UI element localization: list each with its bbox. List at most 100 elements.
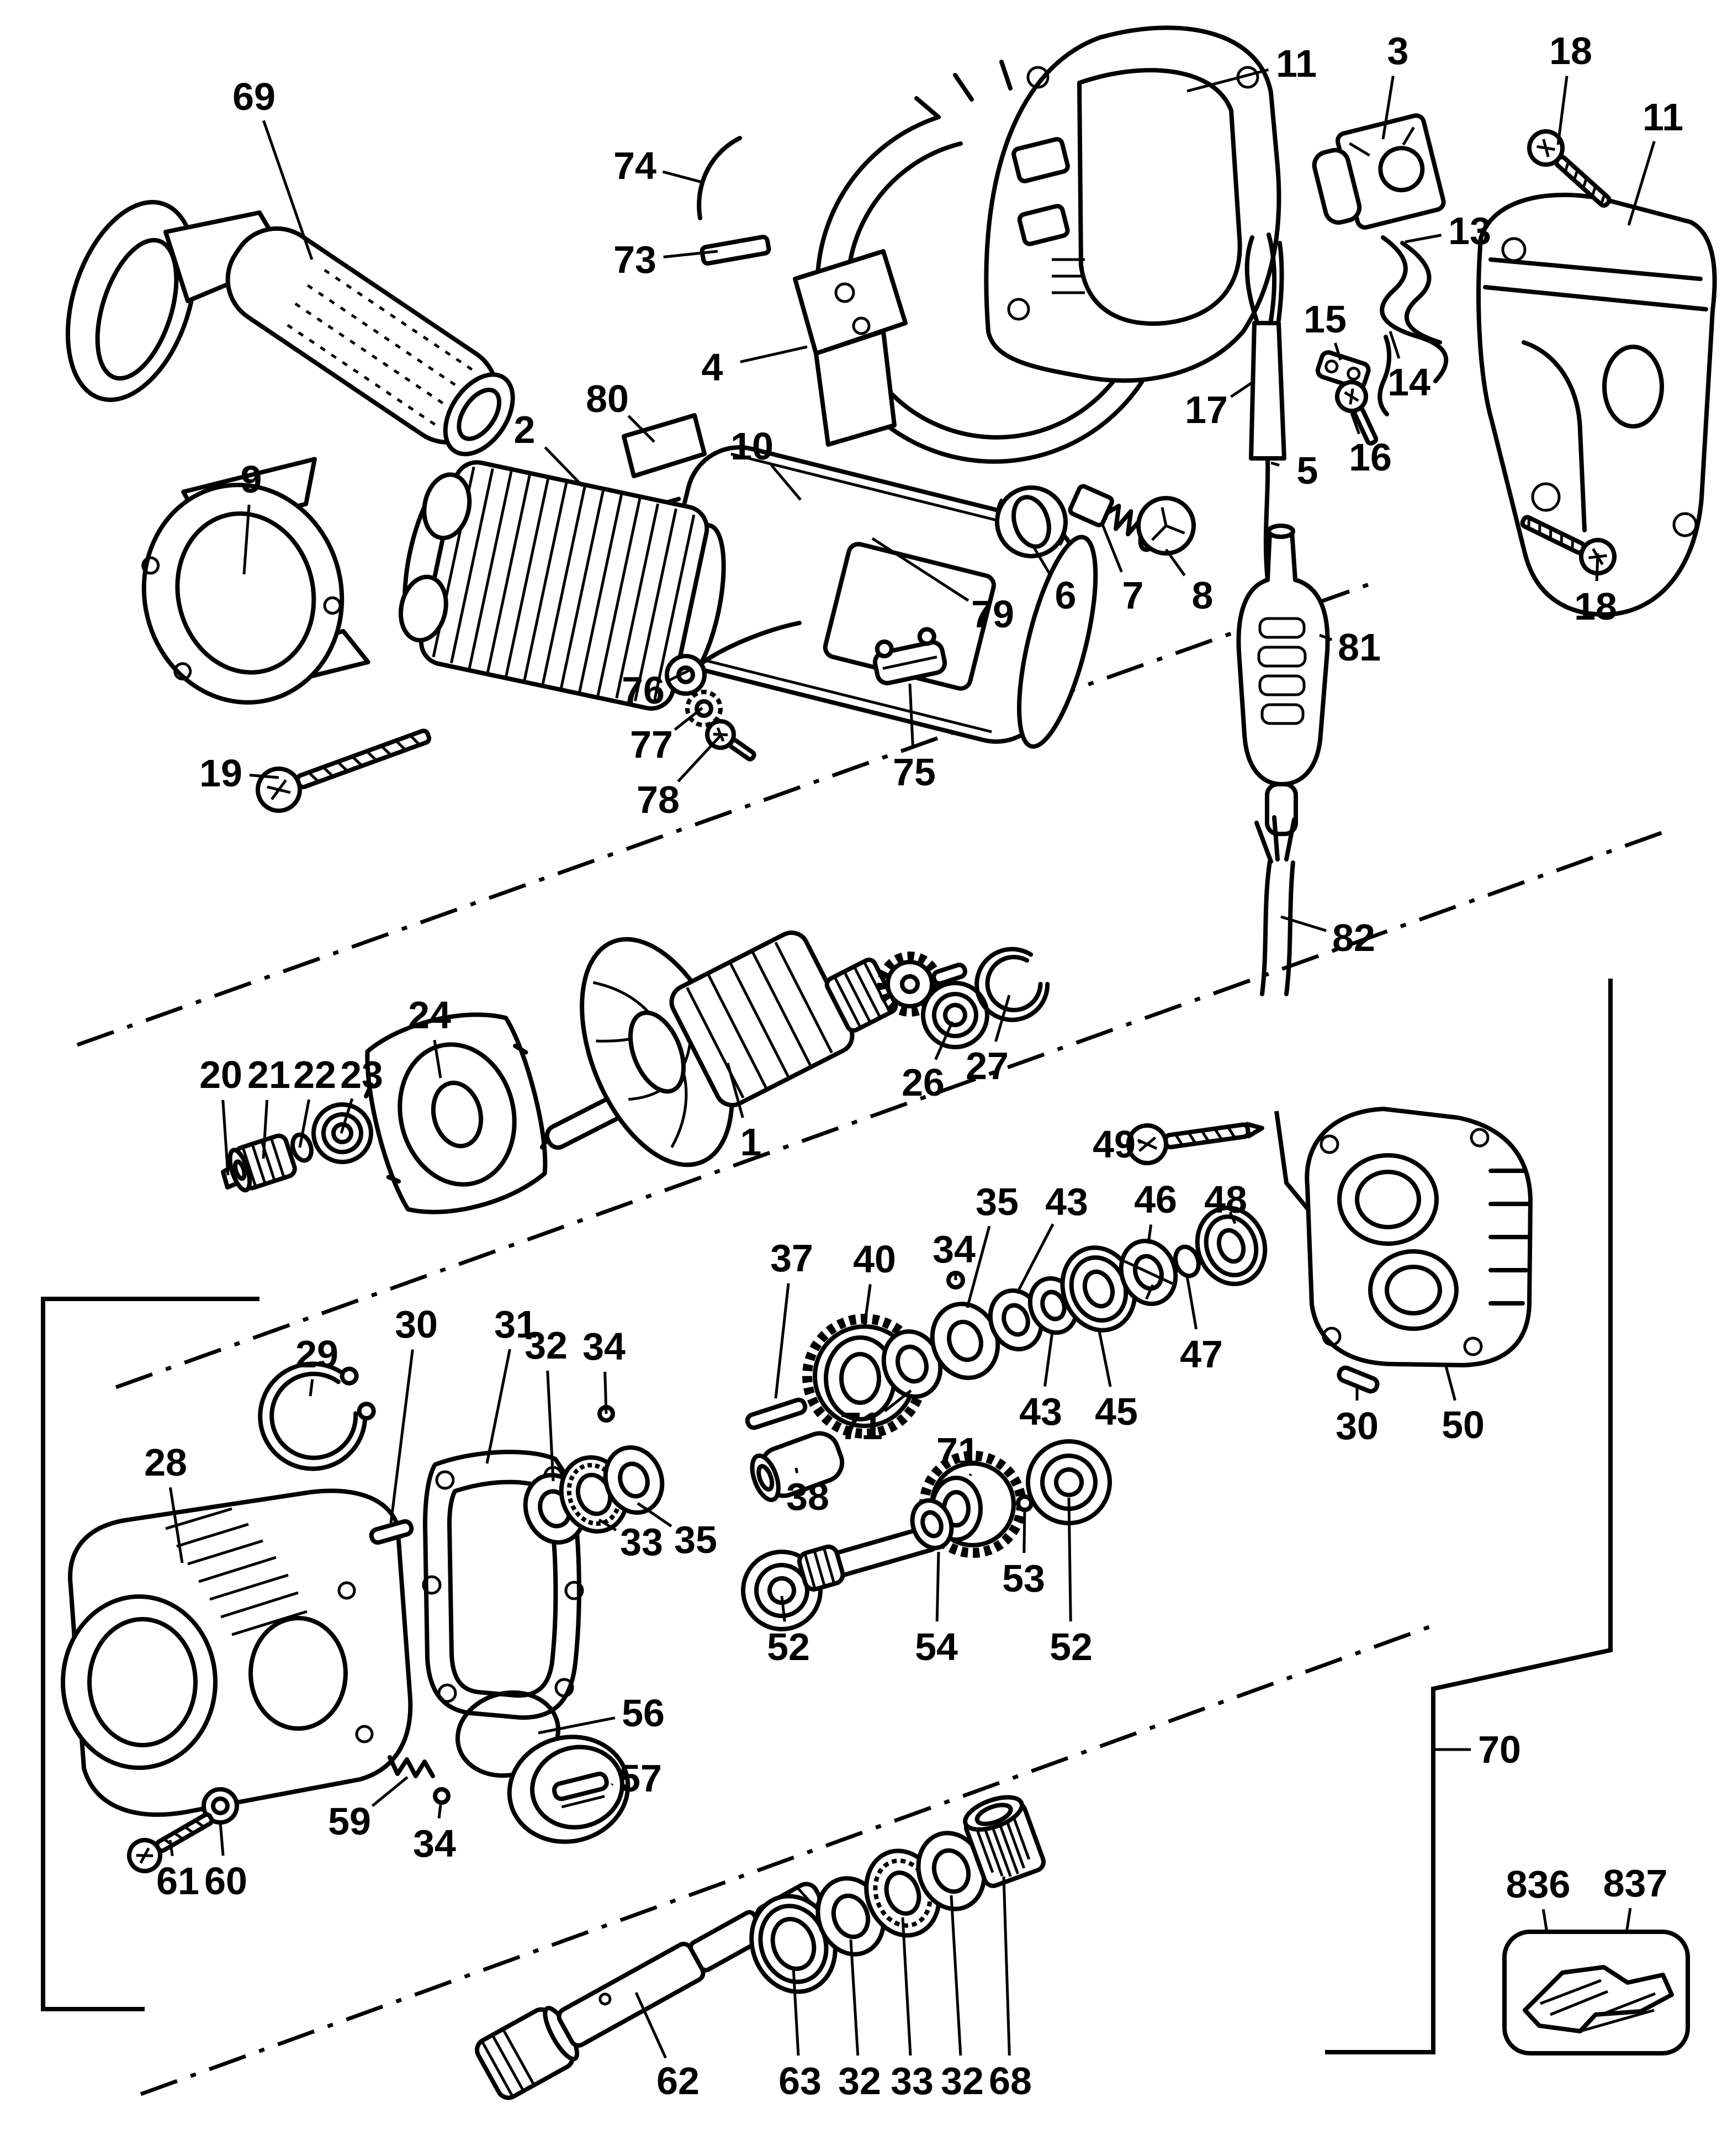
part-label-14-15: 14 [1387,361,1430,404]
leader-line-15-14 [1334,342,1342,361]
part-label-52-65: 52 [1050,1625,1093,1668]
part-label-3-10: 3 [1387,29,1409,72]
screw-16 [1335,380,1379,446]
part-label-57-67: 57 [619,1757,662,1800]
part-label-50-51: 50 [1442,1403,1485,1446]
leader-line-22-33 [298,1099,311,1148]
leader-line-47-46 [1185,1275,1198,1330]
leader-line-23-34 [340,1098,354,1134]
pin-30-right [1337,1365,1380,1394]
part-label-18-19: 18 [1574,585,1617,628]
o-ring-22 [290,1132,314,1163]
leader-line-35-39 [966,1225,991,1308]
stator-field-coil [398,460,726,711]
washer-46 [1119,1239,1178,1306]
part-label-34-45: 34 [932,1228,976,1271]
brush-clip-75 [872,627,947,685]
part-label-47-46: 47 [1180,1333,1223,1376]
leader-line-26-35 [934,1021,954,1060]
part-label-5-18: 5 [1297,449,1318,492]
leader-line-30-53 [389,1349,414,1524]
part-label-27-36: 27 [966,1044,1009,1087]
part-label-49-38: 49 [1093,1123,1136,1166]
trigger-switch [1312,113,1446,230]
leader-line-71-61 [968,1473,972,1477]
part-label-20-31: 20 [199,1053,242,1096]
leader-line-79-23 [871,537,969,602]
part-label-2-6: 2 [514,408,536,451]
part-label-61-70: 61 [156,1859,199,1903]
wire-lead-14 [1377,335,1392,416]
screw-49 [1126,1122,1264,1165]
pin-30-left [369,1519,414,1545]
part-label-13-13: 13 [1448,209,1491,252]
leader-line-46-41 [1147,1224,1153,1244]
washer-71-lower [910,1498,954,1550]
part-label-836-79: 836 [1506,1863,1571,1906]
wire-leads [1244,232,1284,323]
leader-line-52-65 [1067,1497,1072,1622]
gearcase-region-bracket [41,1297,259,2011]
bearing-52-right [1026,1439,1112,1525]
part-label-11-9: 11 [1276,42,1317,85]
screw-19 [256,728,432,813]
leader-line-19-8 [249,774,279,779]
part-label-11-12: 11 [1642,96,1683,139]
leader-line-32-76 [950,1895,962,2056]
leader-line-6-20 [1032,546,1051,575]
part-label-81-24: 81 [1338,626,1381,669]
leader-line-50-51 [1444,1364,1456,1401]
leader-line-33-75 [901,1917,912,2056]
washer-35-mid [603,1445,665,1515]
part-label-30-53: 30 [395,1303,438,1346]
part-label-21-32: 21 [247,1053,290,1096]
brush-cap-6 [995,485,1068,558]
part-label-48-42: 48 [1204,1178,1247,1221]
leader-line-71-49 [883,1389,912,1413]
leader-line-11-9 [1186,68,1269,93]
inset-box-836-837 [1502,1930,1690,2055]
part-label-7-21: 7 [1122,574,1144,617]
leader-line-16-17 [1350,413,1361,435]
leader-line-32-74 [849,1939,860,2056]
part-label-9-7: 9 [241,458,262,501]
pin-37 [745,1397,808,1430]
leader-line-32-55 [546,1370,555,1482]
leader-line-75-28 [908,683,914,747]
leader-line-48-42 [1228,1211,1237,1224]
leader-line-73-2 [663,250,718,258]
part-label-53-62: 53 [1002,1557,1045,1600]
part-label-62-72: 62 [656,2059,700,2102]
leader-line-17-16 [1230,379,1255,398]
part-label-35-59: 35 [674,1518,717,1561]
part-label-23-34: 23 [340,1053,383,1096]
part-label-34-69: 34 [413,1822,456,1865]
leader-line-52-63 [780,1595,786,1622]
part-label-30-50: 30 [1336,1404,1379,1447]
part-label-32-74: 32 [838,2059,881,2102]
part-label-1-37: 1 [740,1121,762,1164]
part-label-32-55: 32 [524,1324,568,1367]
part-label-71-49: 71 [840,1404,883,1447]
leader-line-63-73 [792,1967,800,2056]
o-ring-47 [1173,1244,1201,1278]
lock-washer-77 [685,690,723,727]
power-cord-82 [1254,815,1296,996]
part-label-33-58: 33 [620,1520,663,1563]
leader-line-837-80 [1625,1907,1632,1933]
part-label-54-64: 54 [915,1625,958,1668]
washer-71-upper [881,1329,943,1399]
part-label-37-43: 37 [770,1236,813,1280]
bearing-48 [1195,1206,1268,1286]
leader-line-10-5 [770,464,802,501]
leader-line-4-3 [740,345,808,363]
part-label-6-20: 6 [1055,574,1077,617]
leader-line-77-26 [674,707,703,731]
leader-line-68-77 [1002,1876,1011,2056]
spring-59 [388,1755,435,1778]
hose-74 [697,136,742,220]
leader-line-24-30 [433,1039,442,1079]
leader-line-81-24 [1319,633,1333,641]
leader-line-1-37 [726,1063,744,1118]
